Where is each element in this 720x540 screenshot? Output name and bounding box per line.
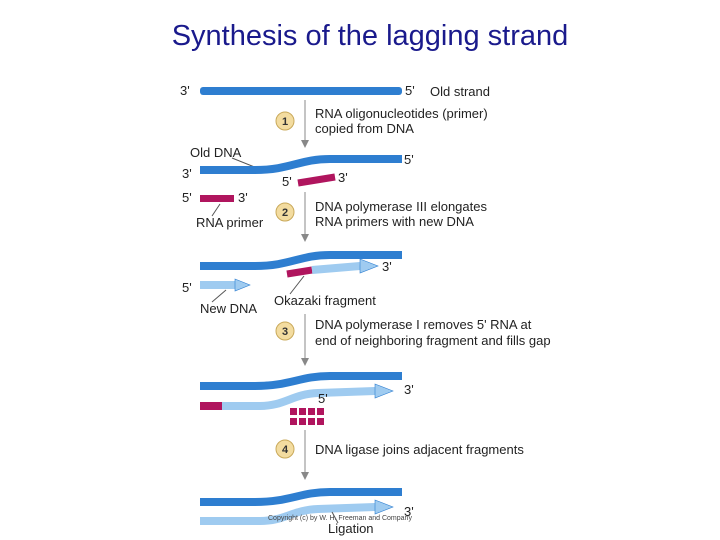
okazaki-fragment-label: Okazaki fragment <box>274 293 376 308</box>
step-3-number: 3 <box>282 326 288 338</box>
old-strand-5prime: 5' <box>405 83 415 98</box>
copyright-notice: Copyright (c) by W. H. Freeman and Compa… <box>268 515 412 522</box>
step-1-text-line2: copied from DNA <box>315 121 414 136</box>
okazaki-fragment-arrowhead <box>359 258 379 274</box>
stage-4-new-strand <box>200 503 376 525</box>
rna-primer-pointer <box>211 203 221 217</box>
stage-2-template <box>200 251 402 270</box>
stage-3-primer <box>200 402 222 410</box>
stage-1-template-5prime: 5' <box>404 152 414 167</box>
ligation-label: Ligation <box>328 521 374 536</box>
step-1-number: 1 <box>282 116 288 128</box>
removed-rna-nucleotides <box>290 408 324 425</box>
step-2-text-line1: DNA polymerase III elongates <box>315 199 487 214</box>
step-1-text-line1: RNA oligonucleotides (primer) <box>315 106 488 121</box>
stage-1-template <box>200 155 402 174</box>
step-1-badge <box>275 111 295 131</box>
old-dna-label: Old DNA <box>190 145 242 160</box>
step-4-number: 4 <box>282 444 289 456</box>
okazaki-fragment-new <box>311 262 361 274</box>
stage-1-left-3prime: 3' <box>238 190 248 205</box>
rna-primer-label: RNA primer <box>196 215 264 230</box>
stage-2-3prime: 3' <box>382 259 392 274</box>
step-2-badge <box>275 202 295 222</box>
stage-2-left-5prime: 5' <box>182 280 192 295</box>
new-dna-label: New DNA <box>200 301 257 316</box>
step-2-number: 2 <box>282 207 288 219</box>
step-4-badge <box>275 439 295 459</box>
stage-1-primer <box>297 173 336 187</box>
stage-4-template <box>200 488 402 506</box>
stage-1-primer-3prime: 3' <box>338 170 348 185</box>
old-strand <box>200 87 402 95</box>
page-title: Synthesis of the lagging strand <box>171 20 569 52</box>
step-4-text-line1: DNA ligase joins adjacent fragments <box>315 442 524 457</box>
step-3-text-line1: DNA polymerase I removes 5' RNA at <box>315 317 532 332</box>
stage-3-5prime: 5' <box>318 391 328 406</box>
stage-1-left-primer <box>200 195 234 202</box>
okazaki-pointer <box>289 275 305 295</box>
stage-1-primer-5prime: 5' <box>282 174 292 189</box>
ligation-pointer <box>331 511 339 524</box>
stage-4-3prime: 3' <box>404 504 414 519</box>
step-2-text-line2: RNA primers with new DNA <box>315 214 474 229</box>
new-dna-pointer <box>211 289 227 303</box>
stage-2-left-arrowhead <box>234 278 251 292</box>
old-strand-3prime: 3' <box>180 83 190 98</box>
step-3-text-line2: end of neighboring fragment and fills ga… <box>315 333 551 348</box>
stage-3-new-strand <box>222 387 376 410</box>
stage-4-arrowhead <box>374 499 394 515</box>
stage-2-primer <box>286 266 313 278</box>
stage-1-left-5prime: 5' <box>182 190 192 205</box>
stage-3-template <box>200 372 402 390</box>
stage-1-template-3prime: 3' <box>182 166 192 181</box>
old-strand-label: Old strand <box>430 84 490 99</box>
stage-3-3prime: 3' <box>404 382 414 397</box>
step-3-badge <box>275 321 295 341</box>
stage-3-arrowhead <box>374 383 394 399</box>
